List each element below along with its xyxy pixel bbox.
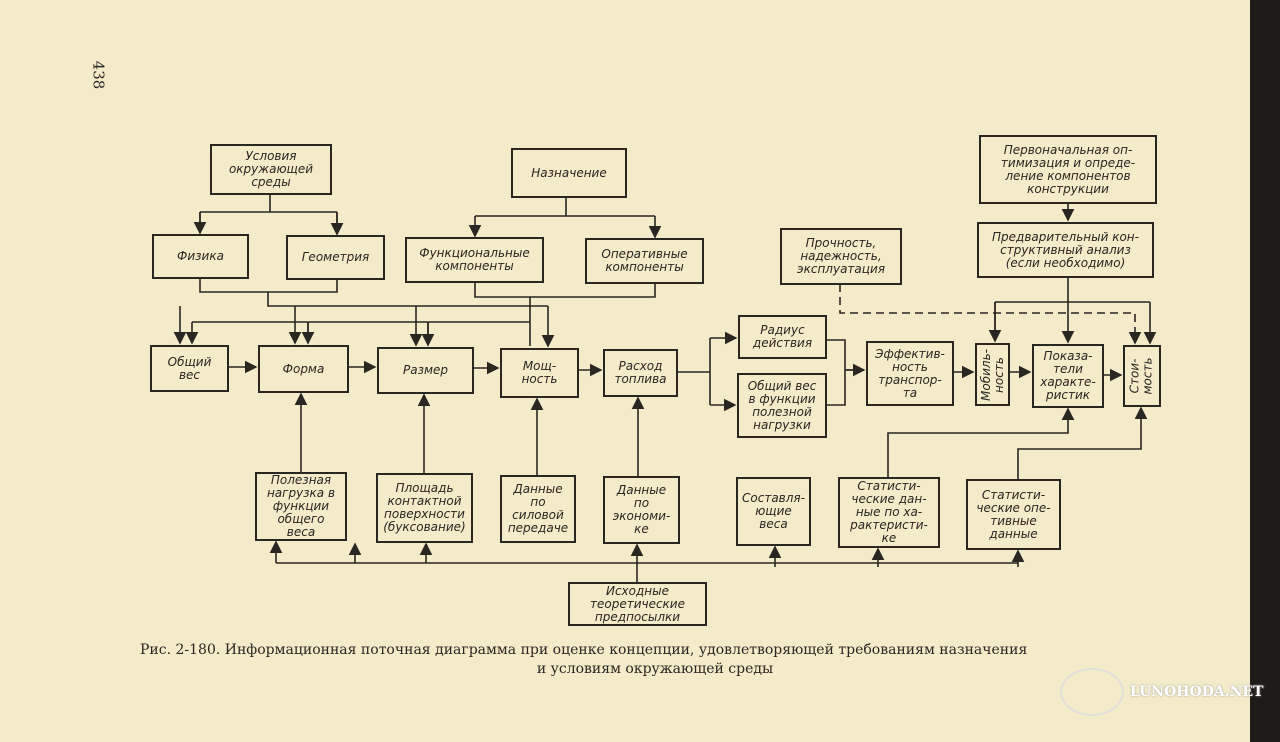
node-mobility: Мобиль- ность: [975, 343, 1010, 406]
node-indicators: Показа- тели характе- ристик: [1032, 344, 1104, 408]
watermark: LUNOHODA.NET: [1060, 668, 1263, 716]
node-form: Форма: [258, 345, 349, 393]
node-geometry: Геометрия: [286, 235, 385, 280]
node-source: Исходные теоретические предпосылки: [568, 582, 707, 626]
watermark-logo-icon: [1060, 668, 1124, 716]
node-purpose: Назначение: [511, 148, 627, 198]
node-stat-characteristics: Статисти- ческие дан- ные по ха- рактери…: [838, 477, 940, 548]
node-size: Размер: [377, 347, 474, 394]
caption-line-1: Рис. 2-180. Информационная поточная диаг…: [140, 642, 1028, 658]
node-preliminary-analysis: Предварительный кон- структивный анализ …: [977, 222, 1154, 278]
node-total-weight: Общий вес: [150, 345, 229, 392]
figure-caption: Рис. 2-180. Информационная поточная диаг…: [140, 641, 1170, 679]
caption-line-2: и условиям окружающей среды: [536, 661, 774, 677]
node-environment: Условия окружающей среды: [210, 144, 332, 195]
scan-edge: [1250, 0, 1280, 742]
node-cost: Стои- мость: [1123, 345, 1161, 407]
node-radius: Радиус действия: [738, 315, 827, 359]
node-initial-optimization: Первоначальная оп- тимизация и опреде- л…: [979, 135, 1157, 204]
node-weight-components: Составля- ющие веса: [736, 477, 811, 546]
node-cost-label: Стои- мость: [1128, 357, 1155, 395]
node-weight-payload: Общий вес в функции полезной нагрузки: [737, 373, 827, 438]
node-contact-area: Площадь контактной поверхности (буксован…: [376, 473, 473, 543]
node-physics: Физика: [152, 234, 249, 279]
node-power-data: Данные по силовой передаче: [500, 475, 576, 543]
node-payload: Полезная нагрузка в функции общего веса: [255, 472, 347, 541]
node-mobility-label: Мобиль- ность: [978, 348, 1006, 401]
watermark-text: LUNOHODA.NET: [1130, 684, 1264, 700]
node-strength: Прочность, надежность, эксплуатация: [780, 228, 902, 285]
node-efficiency: Эффектив- ность транспор- та: [866, 341, 954, 406]
node-power: Мощ- ность: [500, 348, 579, 398]
node-economics-data: Данные по экономи- ке: [603, 476, 680, 544]
node-stat-operational: Статисти- ческие опе- тивные данные: [966, 479, 1061, 550]
node-functional: Функциональные компоненты: [405, 237, 544, 283]
node-operational: Оперативные компоненты: [585, 238, 704, 284]
node-fuel: Расход топлива: [603, 349, 678, 397]
